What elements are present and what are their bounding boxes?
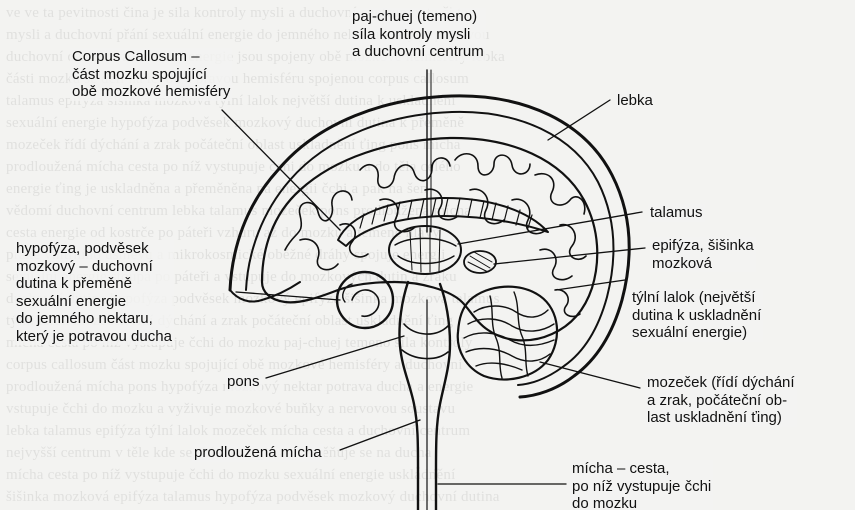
pointer-mozecek [540, 362, 640, 388]
brainstem [399, 282, 418, 468]
pointer-pons [266, 336, 404, 378]
label-hypofyza: hypofýza, podvěsek mozkový – duchovní du… [14, 240, 174, 345]
label-lebka: lebka [615, 92, 655, 110]
pituitary-gland [337, 272, 393, 328]
label-pons: pons [225, 373, 262, 391]
label-prodlouzena-micha: prodloužená mícha [192, 444, 324, 462]
label-tylni-lalok: týlní lalok (největší dutina k uskladněn… [630, 289, 763, 342]
label-talamus: talamus [648, 204, 705, 222]
pointer-tylni-lalok [556, 280, 625, 290]
thalamus [389, 226, 461, 274]
label-mozecek: mozeček (řídí dýchání a zrak, počáteční … [645, 374, 797, 427]
pointer-prodlouzena-micha [340, 420, 420, 450]
label-micha: mícha – cesta, po níž vystupuje čchi do … [570, 460, 713, 510]
label-epifyza: epifýza, šišinka mozková [650, 237, 756, 272]
pointer-talamus [458, 212, 642, 244]
label-corpus-callosum: Corpus Callosum – část mozku spojující o… [70, 48, 232, 101]
label-paj-chuej: paj-chuej (temeno) síla kontroly mysli a… [350, 8, 486, 61]
